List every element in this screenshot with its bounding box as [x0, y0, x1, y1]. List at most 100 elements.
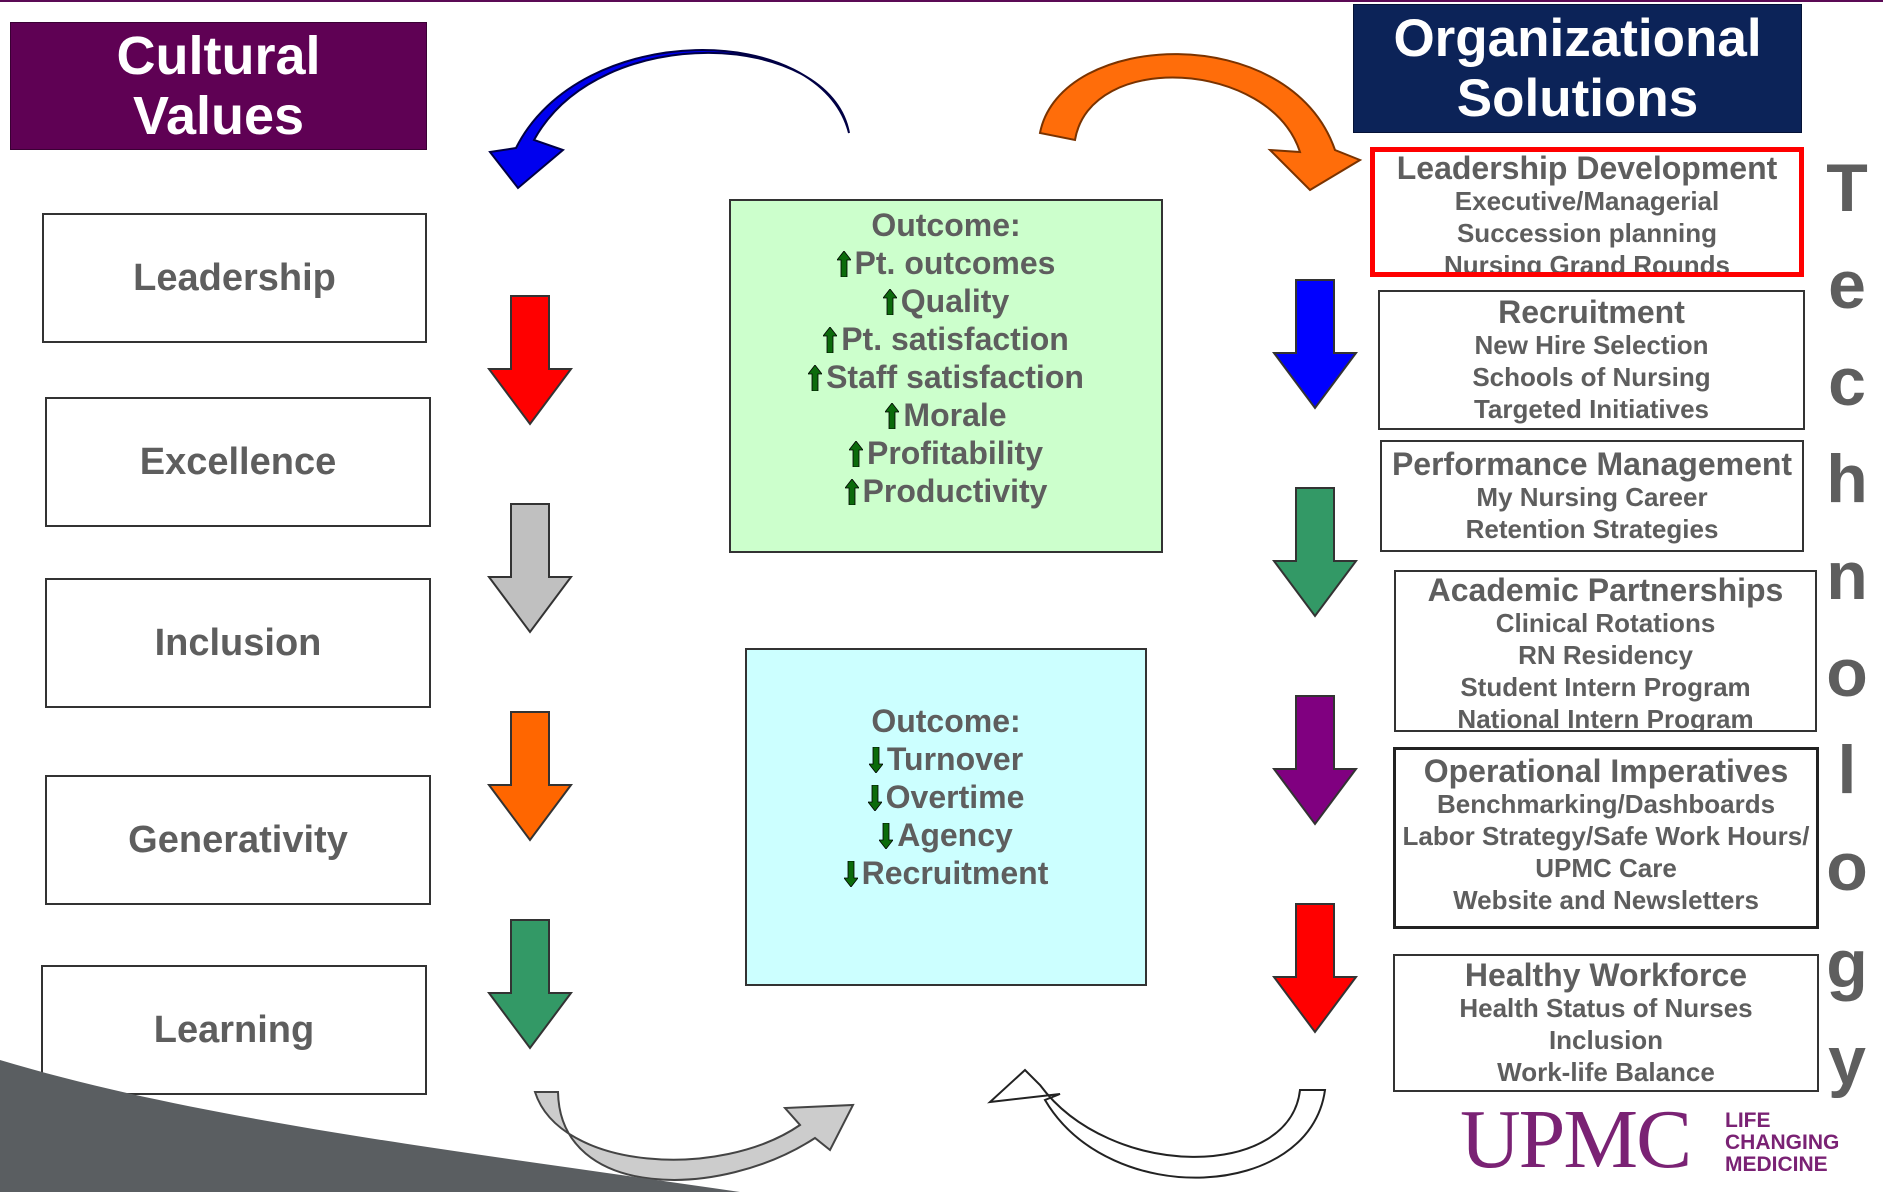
- solution-item: Labor Strategy/Safe Work Hours/: [1402, 821, 1810, 851]
- header-line: Organizational: [1393, 9, 1762, 69]
- down-arrow-right: [1272, 279, 1358, 410]
- solution-item: Website and Newsletters: [1453, 885, 1759, 915]
- header-line: Cultural: [116, 25, 321, 86]
- solution-item: Student Intern Program: [1460, 672, 1751, 702]
- outcome-item-label: Morale: [903, 397, 1007, 433]
- curved-arrow-white: [987, 1068, 1327, 1179]
- value-box-inclusion: Inclusion: [45, 578, 431, 708]
- curved-arrow-orange: [1038, 53, 1363, 192]
- outcome-item-label: Turnover: [886, 741, 1024, 777]
- technology-letter: e: [1828, 247, 1866, 323]
- solution-item: Health Status of Nurses: [1459, 993, 1753, 1023]
- value-box-leadership: Leadership: [42, 213, 427, 343]
- value-box-excellence: Excellence: [45, 397, 431, 527]
- outcome-item: Recruitment: [747, 854, 1145, 892]
- outcome-item: Morale: [731, 396, 1161, 434]
- curved-arrow-gray: [533, 1091, 855, 1181]
- solution-item: RN Residency: [1518, 640, 1693, 670]
- up-arrow-icon: [844, 479, 859, 505]
- solution-title: Operational Imperatives: [1423, 753, 1789, 789]
- outcome-item-label: Agency: [897, 817, 1013, 853]
- up-arrow-icon: [823, 327, 838, 353]
- technology-letter: l: [1837, 732, 1857, 808]
- outcome-item-label: Pt. satisfaction: [841, 321, 1069, 357]
- up-arrow-icon: [882, 289, 897, 315]
- solution-title: Healthy Workforce: [1464, 957, 1748, 993]
- outcome-item-label: Profitability: [866, 435, 1043, 471]
- down-arrow-left: [487, 295, 573, 426]
- solution-title: Performance Management: [1391, 446, 1793, 482]
- outcome-item: Turnover: [747, 740, 1145, 778]
- technology-letter: g: [1826, 926, 1868, 1002]
- solution-item: New Hire Selection: [1474, 330, 1709, 360]
- outcome-title: Outcome:: [871, 207, 1021, 243]
- outcome-item: Agency: [747, 816, 1145, 854]
- value-label: Inclusion: [154, 621, 322, 664]
- outcome-item-label: Recruitment: [861, 855, 1049, 891]
- up-arrow-icon: [836, 251, 851, 277]
- technology-letter: o: [1826, 635, 1868, 711]
- solution-item: My Nursing Career: [1476, 482, 1708, 512]
- tagline-line: MEDICINE: [1725, 1153, 1828, 1176]
- down-arrow-icon: [879, 823, 894, 849]
- solution-item: Benchmarking/Dashboards: [1436, 789, 1776, 819]
- cultural-values-header: Cultural Values: [10, 22, 427, 150]
- value-box-learning: Learning: [41, 965, 427, 1095]
- solution-item: National Intern Program: [1457, 704, 1754, 732]
- outcome-item-label: Quality: [900, 283, 1010, 319]
- outcome-item: Overtime: [747, 778, 1145, 816]
- down-arrow-right: [1272, 903, 1358, 1034]
- down-arrow-left: [487, 919, 573, 1050]
- down-arrow-right: [1272, 695, 1358, 826]
- solution-item: Schools of Nursing: [1472, 362, 1711, 392]
- up-arrow-icon: [848, 441, 863, 467]
- solution-item: UPMC Care: [1535, 853, 1677, 883]
- value-label: Generativity: [128, 818, 348, 861]
- outcome-item-label: Productivity: [862, 473, 1048, 509]
- organizational-solutions-header: Organizational Solutions: [1353, 4, 1802, 133]
- value-label: Leadership: [133, 256, 336, 299]
- header-line: Values: [132, 86, 305, 146]
- technology-letter: o: [1826, 829, 1868, 905]
- technology-letter: y: [1828, 1023, 1866, 1099]
- curved-arrow-blue: [488, 49, 850, 190]
- outcome-title: Outcome:: [871, 703, 1021, 739]
- outcome-item: Staff satisfaction: [731, 358, 1161, 396]
- value-box-generativity: Generativity: [45, 775, 431, 905]
- up-arrow-icon: [885, 403, 900, 429]
- upmc-logo: UPMC: [1460, 1093, 1692, 1186]
- down-arrow-icon: [868, 747, 883, 773]
- solution-title: Academic Partnerships: [1427, 572, 1784, 608]
- up-arrow-icon: [808, 365, 823, 391]
- down-arrow-left: [487, 503, 573, 634]
- solution-item: Retention Strategies: [1465, 514, 1719, 544]
- outcome-item-label: Overtime: [885, 779, 1025, 815]
- tagline-line: LIFE: [1725, 1109, 1771, 1132]
- tagline-line: CHANGING: [1725, 1131, 1840, 1154]
- value-label: Excellence: [139, 440, 337, 483]
- down-arrow-icon: [843, 861, 858, 887]
- solution-item: Clinical Rotations: [1495, 608, 1716, 638]
- solution-item: Executive/Managerial: [1454, 186, 1720, 216]
- solution-item: Work-life Balance: [1497, 1057, 1715, 1087]
- solution-title: Recruitment: [1498, 294, 1685, 330]
- top-rule: [0, 0, 1883, 2]
- outcome-item: Pt. satisfaction: [731, 320, 1161, 358]
- solution-item: Targeted Initiatives: [1473, 394, 1710, 424]
- header-line: Solutions: [1456, 68, 1699, 128]
- technology-letter: n: [1826, 538, 1868, 614]
- technology-letter: c: [1828, 344, 1866, 420]
- technology-letter: h: [1826, 441, 1868, 517]
- down-arrow-icon: [867, 785, 882, 811]
- outcome-item-label: Staff satisfaction: [826, 359, 1084, 395]
- upmc-tagline: LIFE CHANGING MEDICINE: [1725, 1110, 1839, 1176]
- outcome-item: Profitability: [731, 434, 1161, 472]
